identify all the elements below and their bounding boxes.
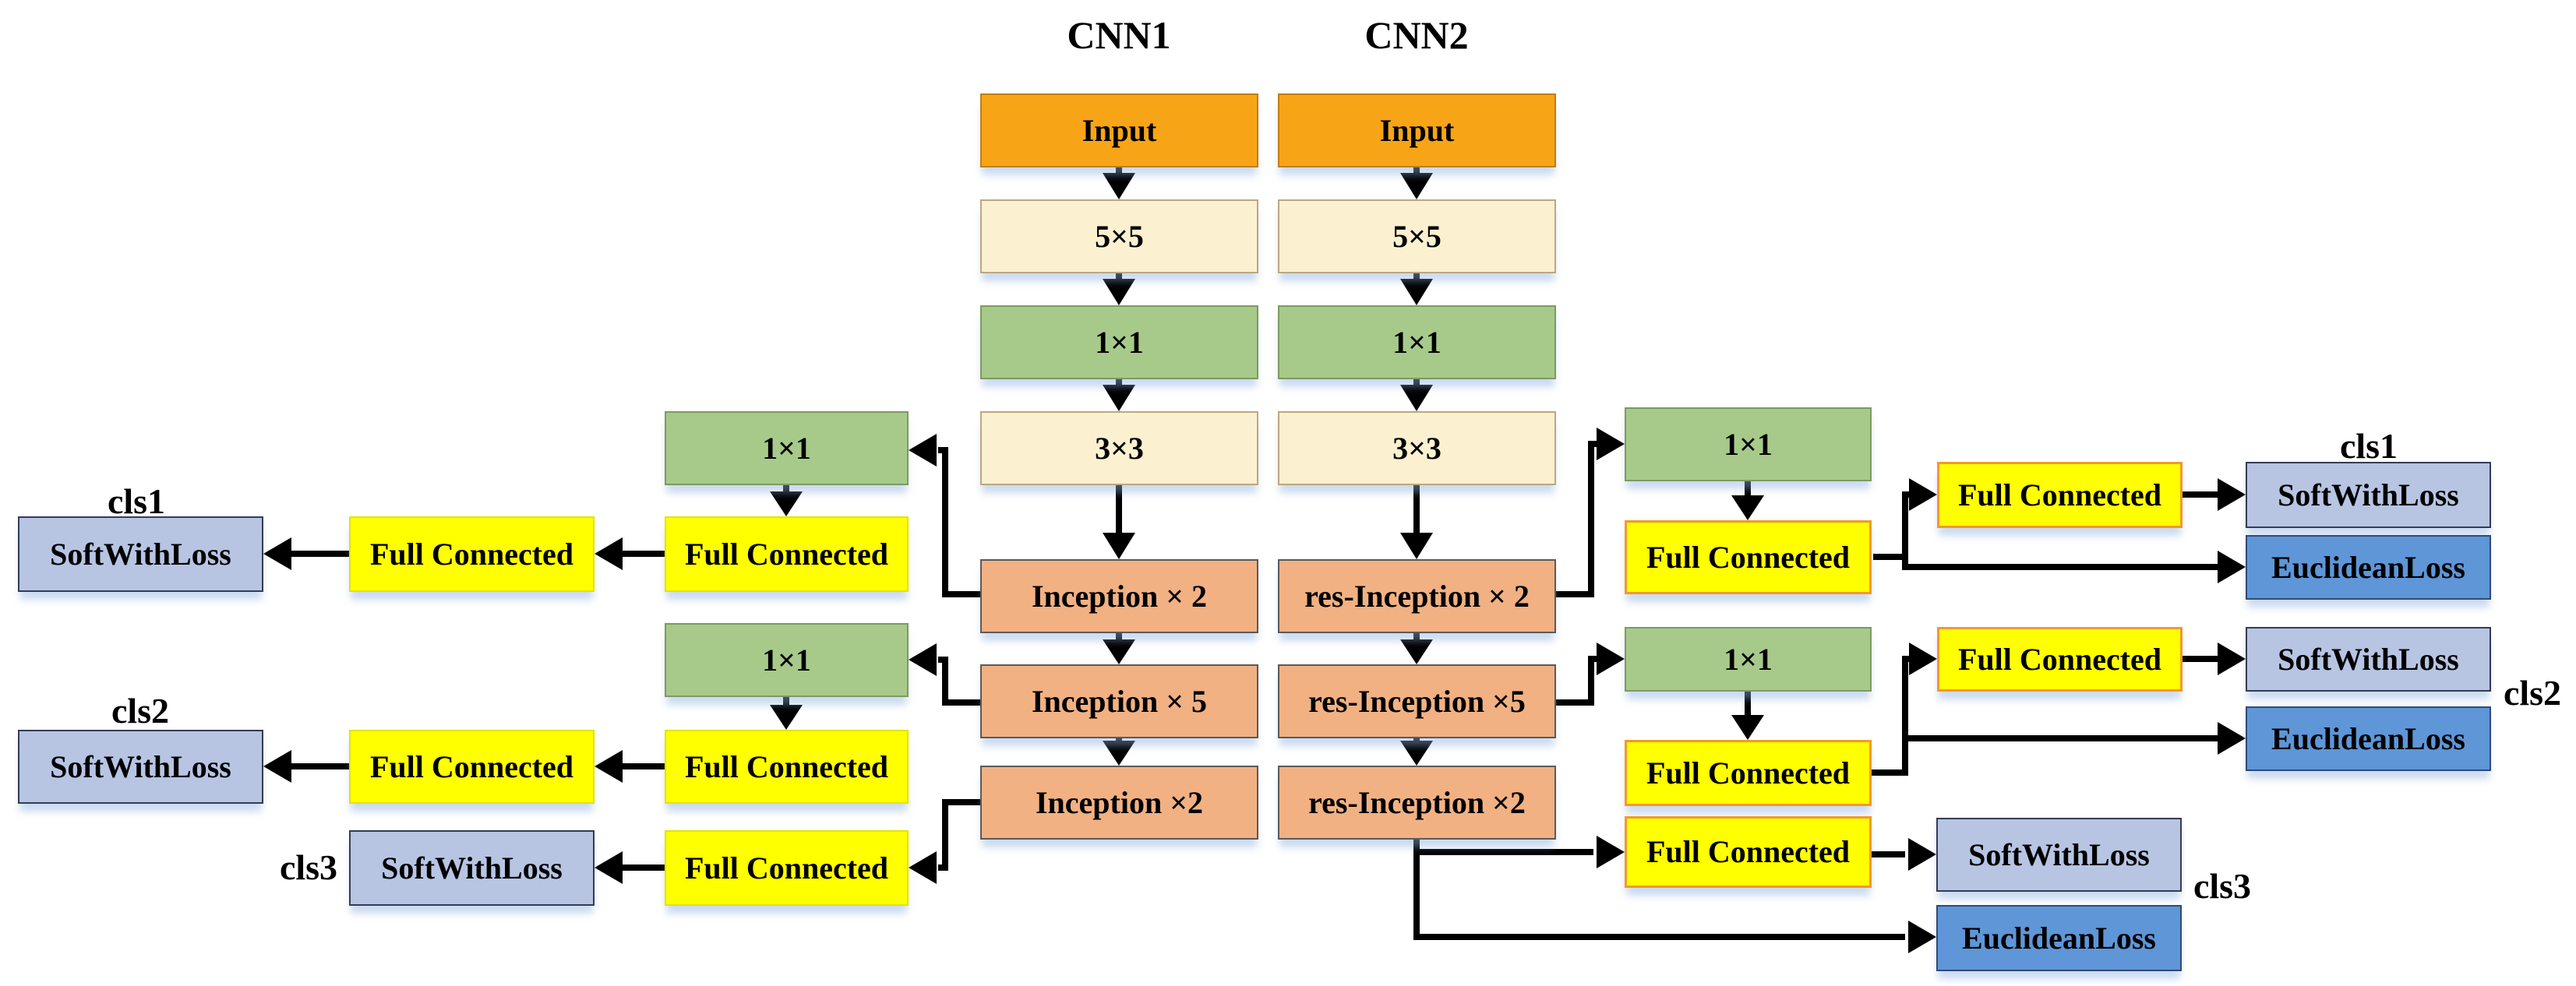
- cnn2-res-inception5-box: res-Inception ×5: [1278, 664, 1556, 738]
- left-cls2-conv1x1-box: 1×1: [665, 623, 909, 697]
- cnn2-conv3x3-box: 3×3: [1278, 411, 1556, 485]
- left-cls1-softwithloss-box: SoftWithLoss: [18, 516, 263, 592]
- right-cls2-softwithloss-box: SoftWithLoss: [2246, 627, 2491, 692]
- left-cls2-fc2-box: Full Connected: [349, 730, 595, 804]
- cnn1-inception5-box: Inception × 5: [980, 664, 1258, 738]
- right-cls1-fc-box: Full Connected: [1625, 520, 1872, 594]
- left-cls1-fc-box: Full Connected: [665, 516, 909, 592]
- cnn1-title: CNN1: [1067, 13, 1171, 57]
- right-cls2-label: cls2: [2503, 673, 2562, 713]
- right-row3-split: [1413, 836, 1936, 953]
- left-cls1-conv1x1-box: 1×1: [665, 411, 909, 485]
- right-cls1-euclideanloss-box: EuclideanLoss: [2246, 535, 2491, 600]
- cnn1-inception2a-box: Inception × 2: [980, 559, 1258, 633]
- left-down-arrows: [770, 485, 803, 730]
- right-cls2-fc2-box: Full Connected: [1937, 627, 2183, 692]
- cnn1-conv5x5-box: 5×5: [980, 199, 1258, 273]
- right-row1-split: [1873, 478, 2246, 583]
- right-cls2-conv1x1-box: 1×1: [1625, 627, 1872, 692]
- left-cls2-fc-box: Full Connected: [665, 730, 909, 804]
- cnn2-res-inception2a-box: res-Inception × 2: [1278, 559, 1556, 633]
- right-cls1-fc2-box: Full Connected: [1937, 462, 2183, 528]
- left-cls2-softwithloss-box: SoftWithLoss: [18, 730, 263, 804]
- left-horizontal-arrows: [263, 537, 665, 884]
- right-cls3-softwithloss-box: SoftWithLoss: [1936, 818, 2182, 892]
- cnn1-down-arrows: [1103, 167, 1135, 766]
- right-cls1-label: cls1: [2339, 426, 2398, 466]
- cnn2-conv5x5-box: 5×5: [1278, 199, 1556, 273]
- right-row2-split: [1872, 643, 2246, 776]
- left-branch-elbows: [909, 434, 980, 884]
- left-cls3-label: cls3: [279, 847, 338, 887]
- cnn1-conv3x3-box: 3×3: [980, 411, 1258, 485]
- cnn2-input-box: Input: [1278, 93, 1556, 167]
- right-cls3-label: cls3: [2193, 866, 2252, 906]
- right-cls3-fc-box: Full Connected: [1625, 816, 1872, 888]
- right-branch-elbows: [1556, 428, 1625, 706]
- cnn2-down-arrows: [1400, 167, 1433, 766]
- right-down-arrows: [1731, 481, 1764, 740]
- left-cls3-fc-box: Full Connected: [665, 830, 909, 906]
- right-cls1-softwithloss-box: SoftWithLoss: [2246, 462, 2491, 528]
- cnn2-conv1x1-box: 1×1: [1278, 305, 1556, 379]
- left-cls1-fc2-box: Full Connected: [349, 516, 595, 592]
- left-cls1-label: cls1: [107, 481, 166, 521]
- right-cls1-conv1x1-box: 1×1: [1625, 407, 1872, 481]
- cnn1-input-box: Input: [980, 93, 1258, 167]
- right-cls2-euclideanloss-box: EuclideanLoss: [2246, 706, 2491, 771]
- cnn1-inception2b-box: Inception ×2: [980, 766, 1258, 840]
- right-cls3-euclideanloss-box: EuclideanLoss: [1936, 905, 2182, 971]
- cnn2-title: CNN2: [1364, 13, 1469, 57]
- left-cls3-softwithloss-box: SoftWithLoss: [349, 830, 595, 906]
- right-cls2-fc-box: Full Connected: [1625, 740, 1872, 806]
- cnn2-res-inception2b-box: res-Inception ×2: [1278, 766, 1556, 840]
- left-cls2-label: cls2: [111, 691, 170, 731]
- cnn1-conv1x1-box: 1×1: [980, 305, 1258, 379]
